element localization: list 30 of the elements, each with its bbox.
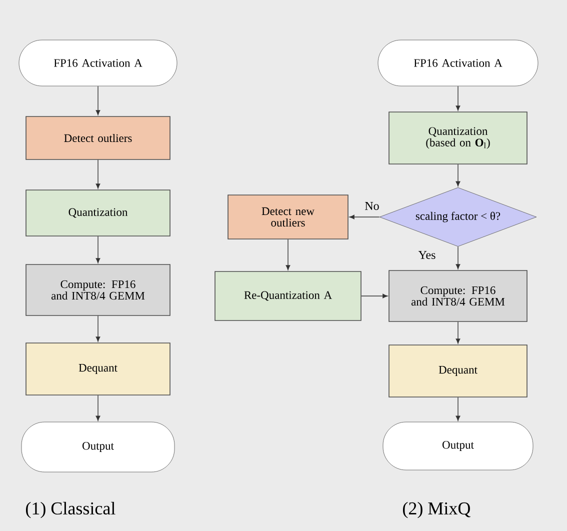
process-box: Quantization (based on O$_{l}$) xyxy=(388,112,528,164)
arrow xyxy=(96,86,100,116)
arrow xyxy=(96,316,100,342)
process-box: Quantization xyxy=(26,190,170,236)
arrow xyxy=(96,236,100,264)
process-box: Dequant xyxy=(388,344,528,398)
process-box: Compute: FP16 and INT8/4 GEMM xyxy=(388,270,528,322)
arrow xyxy=(286,239,290,270)
arrow xyxy=(456,164,460,186)
process-box: Detect outliers xyxy=(26,116,170,160)
edge-label: No xyxy=(364,201,380,211)
arrow xyxy=(361,294,388,298)
terminal-box: Output xyxy=(21,422,175,472)
arrow xyxy=(456,86,460,111)
terminal-box: FP16 Activation A xyxy=(18,40,178,86)
process-box: Compute: FP16 and INT8/4 GEMM xyxy=(26,264,170,316)
process-box: Dequant xyxy=(26,342,170,396)
terminal-box: FP16 Activation A xyxy=(378,40,538,86)
terminal-box: Output xyxy=(382,422,534,470)
panel-caption: (1) Classical xyxy=(26,502,116,518)
arrow xyxy=(456,322,460,344)
arrow xyxy=(456,246,460,270)
panel-caption: (2) MixQ xyxy=(403,502,470,518)
edge-label: Yes xyxy=(417,250,437,260)
process-box: Detect new outliers xyxy=(228,194,348,240)
arrow xyxy=(96,160,100,189)
arrow xyxy=(349,214,380,220)
arrow xyxy=(96,395,100,421)
process-box: Re-Quantization A xyxy=(214,271,362,321)
arrow xyxy=(456,397,460,421)
